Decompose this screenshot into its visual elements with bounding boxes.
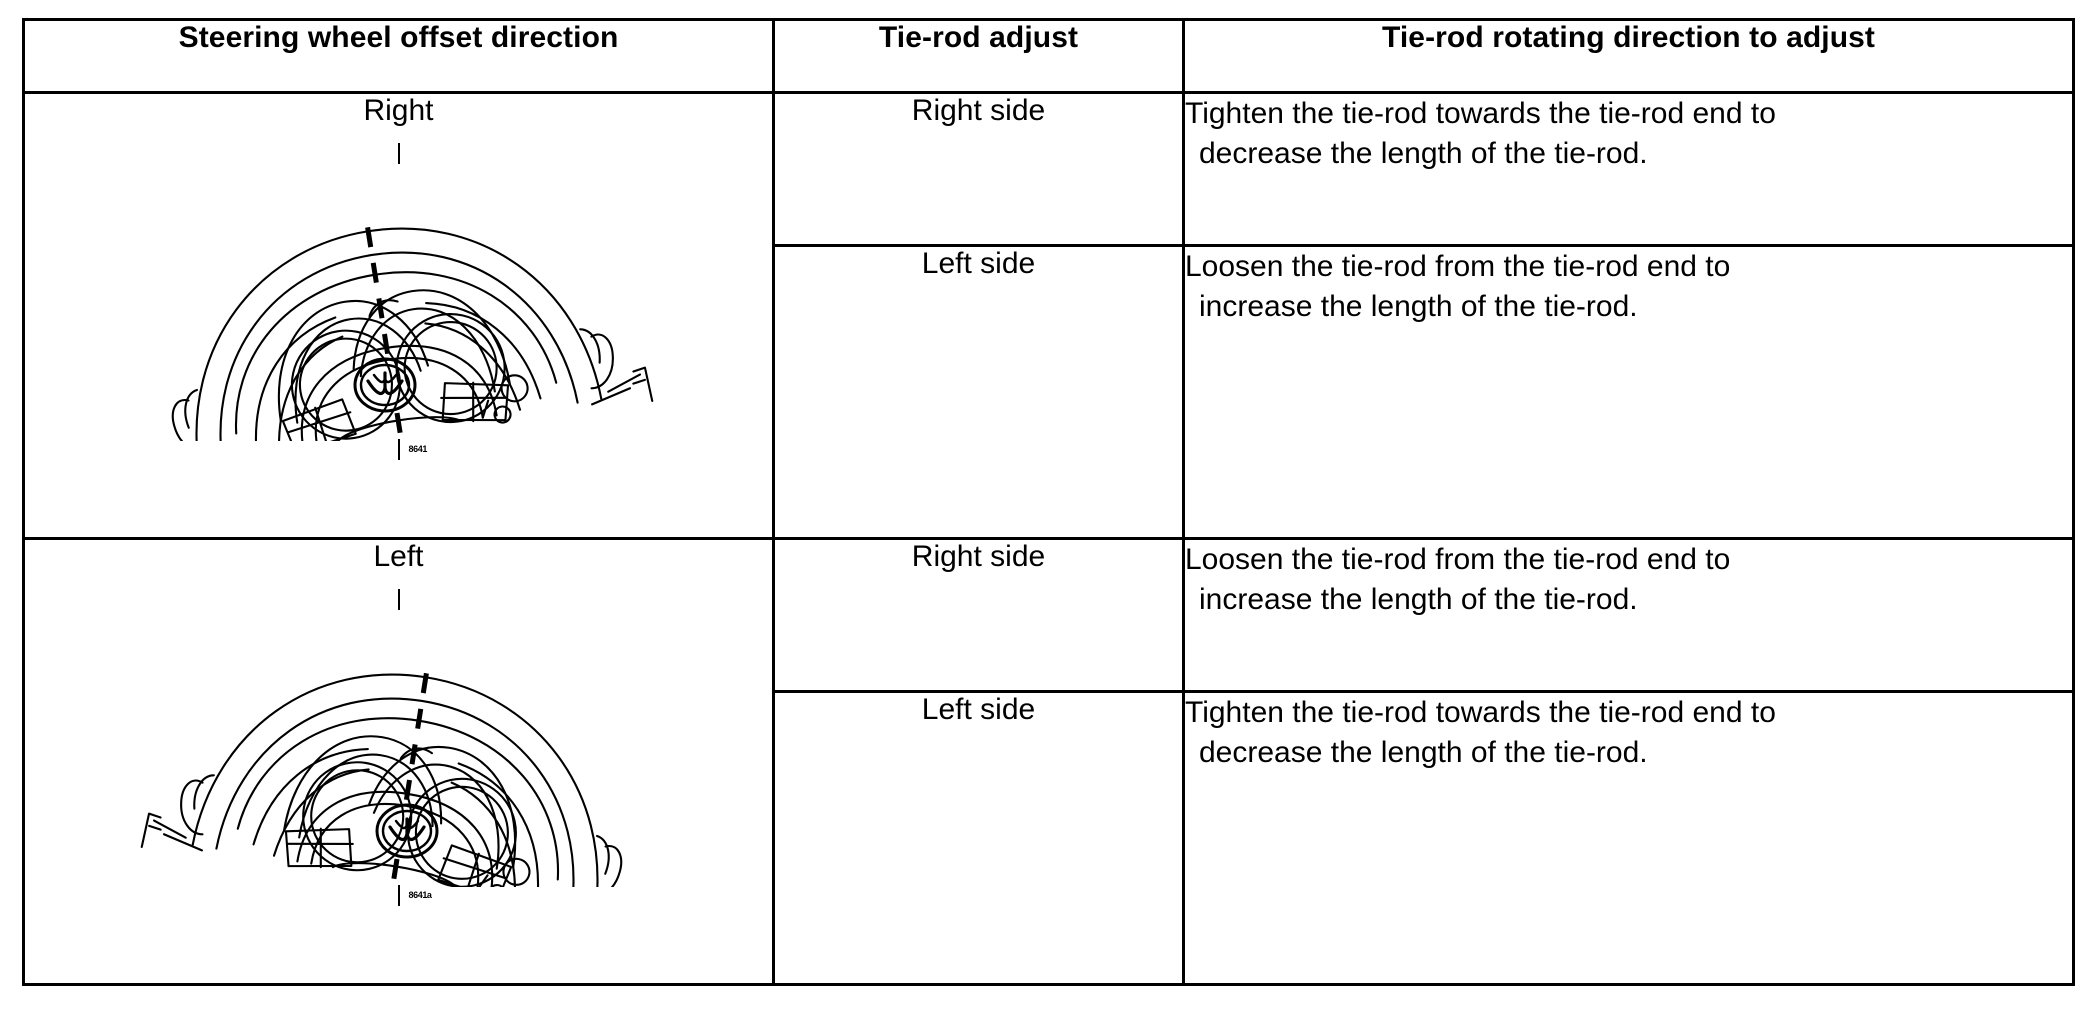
description-line-1: Tighten the tie-rod towards the tie-rod … (1185, 97, 1776, 130)
description-line-1: Loosen the tie-rod from the tie-rod end … (1185, 250, 1731, 283)
steering-wheel-illustration-right: 8641 (84, 142, 713, 460)
description-line-2: increase the length of the tie-rod. (1199, 582, 1638, 616)
steering-wheel-line-art-right (171, 226, 653, 441)
tie-rod-side-cell: Left side (772, 244, 1185, 540)
description-line-2: decrease the length of the tie-rod. (1199, 136, 1648, 170)
illustration-id-label: 8641 (408, 443, 428, 454)
table-row: Left side Tighten the tie-rod towards th… (24, 690, 2075, 986)
rotating-direction-cell: Loosen the tie-rod from the tie-rod end … (1182, 537, 2075, 693)
illustration-id-label: 8641a (408, 889, 432, 900)
steering-wheel-illustration-left: 8641a (84, 588, 713, 906)
column-header-rotating-direction: Tie-rod rotating direction to adjust (1182, 18, 2075, 94)
table-header-row: Steering wheel offset direction Tie-rod … (22, 18, 2075, 94)
offset-direction-label: Left (373, 540, 424, 573)
table-head: Steering wheel offset direction Tie-rod … (22, 18, 2075, 94)
offset-direction-label: Right (363, 94, 434, 127)
table-row: Left side Loosen the tie-rod from the ti… (24, 244, 2075, 540)
tie-rod-adjustment-table: Steering wheel offset direction Tie-rod … (22, 18, 2075, 986)
column-header-tie-rod-adjust: Tie-rod adjust (772, 18, 1185, 94)
illustration-wrapper-left: 8641a (84, 588, 713, 906)
column-header-offset-direction: Steering wheel offset direction (22, 18, 775, 94)
description-line-1: Loosen the tie-rod from the tie-rod end … (1185, 543, 1731, 576)
table-body: Right (22, 91, 2075, 986)
rotating-direction-cell: Loosen the tie-rod from the tie-rod end … (1182, 244, 2075, 540)
steering-wheel-line-art-left (140, 672, 622, 887)
description-line-2: decrease the length of the tie-rod. (1199, 735, 1648, 769)
description-line-1: Tighten the tie-rod towards the tie-rod … (1185, 696, 1776, 729)
tie-rod-side-cell: Right side (772, 537, 1185, 693)
rotating-direction-cell: Tighten the tie-rod towards the tie-rod … (1182, 91, 2075, 247)
tie-rod-side-cell: Right side (772, 91, 1185, 247)
table-row: Left (22, 537, 2075, 986)
illustration-wrapper-right: 8641 (84, 142, 713, 460)
offset-direction-cell-right: Right (22, 91, 775, 540)
rotating-direction-cell: Tighten the tie-rod towards the tie-rod … (1182, 690, 2075, 986)
tie-rod-side-cell: Left side (772, 690, 1185, 986)
description-line-2: increase the length of the tie-rod. (1199, 289, 1638, 323)
table-row: Right (22, 91, 2075, 540)
offset-direction-cell-left: Left (22, 537, 775, 986)
